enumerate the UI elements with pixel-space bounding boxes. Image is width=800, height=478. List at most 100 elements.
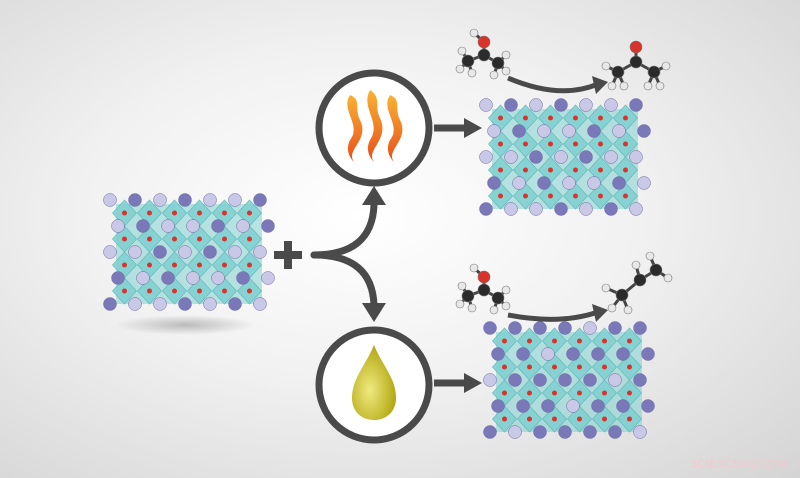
metal-atom [203, 297, 217, 311]
hydrogen-atom [655, 81, 665, 91]
oxygen-atom [523, 193, 528, 199]
arrow-head-icon [592, 304, 608, 322]
hydrogen-atom [663, 273, 673, 283]
metal-atom [579, 202, 593, 216]
oxygen-atom [602, 364, 607, 370]
metal-atom [211, 271, 225, 285]
metal-atom [128, 297, 142, 311]
metal-atom [128, 193, 142, 207]
arrow-up-head-icon [362, 186, 386, 205]
oxygen-atom [523, 141, 528, 147]
metal-atom [641, 399, 655, 413]
molecule-ketone [601, 40, 671, 91]
oxygen-atom [502, 364, 507, 370]
oxygen-atom [147, 262, 152, 268]
oxygen-atom [598, 167, 603, 173]
metal-atom [483, 425, 497, 439]
metal-atom [253, 245, 267, 259]
metal-atom [637, 176, 651, 190]
oxygen-atom [122, 262, 127, 268]
oxygen-atom [247, 288, 252, 294]
hydrogen-atom [457, 281, 467, 291]
molecule-alcohol-top [455, 28, 511, 80]
carbon-atom [461, 54, 475, 68]
crystal-structure-heat-product [479, 98, 651, 216]
oxygen-atom [197, 210, 202, 216]
oxygen-atom [548, 141, 553, 147]
metal-atom [103, 193, 117, 207]
oxygen-atom [602, 390, 607, 396]
metal-atom [604, 202, 618, 216]
oxygen-atom [498, 141, 503, 147]
metal-atom [529, 202, 543, 216]
hydrogen-atom [631, 260, 641, 270]
oxygen-atom [477, 270, 491, 284]
metal-atom [533, 373, 547, 387]
metal-atom [479, 98, 493, 112]
metal-atom [504, 98, 518, 112]
oxygen-atom [502, 416, 507, 422]
metal-atom [128, 245, 142, 259]
metal-atom [558, 425, 572, 439]
carbon-atom [477, 48, 491, 62]
oxygen-atom [623, 141, 628, 147]
carbon-atom [633, 273, 647, 287]
metal-atom [579, 98, 593, 112]
oxygen-atom [627, 390, 632, 396]
metal-atom [483, 321, 497, 335]
oxygen-atom [222, 210, 227, 216]
hydrogen-atom [619, 81, 629, 91]
reaction-arrow-top [507, 75, 599, 94]
oxygen-atom [527, 416, 532, 422]
oil-drop-icon [352, 345, 396, 420]
hydrogen-atom [607, 81, 617, 91]
oxygen-atom [573, 115, 578, 121]
metal-atom [537, 176, 551, 190]
metal-atom [516, 347, 530, 361]
metal-atom [211, 219, 225, 233]
metal-atom [236, 219, 250, 233]
oxygen-atom [577, 416, 582, 422]
hydrogen-atom [601, 61, 611, 71]
metal-atom [554, 150, 568, 164]
oxygen-atom [552, 416, 557, 422]
metal-atom [541, 347, 555, 361]
metal-atom [153, 193, 167, 207]
oxygen-atom [627, 338, 632, 344]
metal-atom [111, 219, 125, 233]
oxygen-atom [122, 210, 127, 216]
metal-atom [186, 271, 200, 285]
hydrogen-atom [455, 64, 465, 74]
metal-atom [591, 399, 605, 413]
oxygen-atom [523, 167, 528, 173]
metal-atom [487, 124, 501, 138]
metal-atom [608, 321, 622, 335]
metal-atom [161, 219, 175, 233]
oxygen-atom [577, 338, 582, 344]
hydrogen-atom [455, 299, 465, 309]
metal-atom [261, 271, 275, 285]
metal-atom [562, 176, 576, 190]
metal-atom [562, 124, 576, 138]
metal-atom [604, 150, 618, 164]
hydrogen-atom [645, 251, 655, 261]
oxygen-atom [247, 236, 252, 242]
hydrogen-atom [601, 283, 611, 293]
metal-atom [579, 150, 593, 164]
metal-atom [186, 219, 200, 233]
metal-atom [491, 347, 505, 361]
metal-atom [203, 245, 217, 259]
oxygen-atom [122, 236, 127, 242]
oxygen-atom [172, 288, 177, 294]
metal-atom [583, 373, 597, 387]
hydrogen-atom [661, 61, 671, 71]
metal-atom [583, 321, 597, 335]
oxygen-atom [122, 288, 127, 294]
metal-atom [103, 297, 117, 311]
arrow-head-icon [464, 373, 482, 393]
oxygen-atom [147, 210, 152, 216]
oxygen-atom [623, 193, 628, 199]
metal-atom [228, 193, 242, 207]
oxygen-atom [548, 167, 553, 173]
